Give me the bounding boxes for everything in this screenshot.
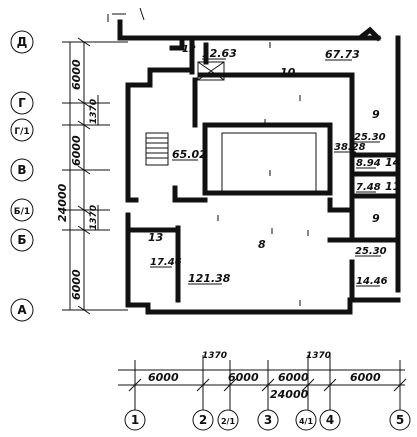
- axis-label: Г: [18, 96, 26, 110]
- row-axis-g: Г: [10, 91, 34, 115]
- dim-row-1: 6000: [70, 59, 83, 90]
- room-14-46-area: 14.46: [356, 276, 388, 287]
- building-walls: [107, 7, 401, 315]
- room-14-number: 14: [385, 156, 400, 169]
- row-axis-b: Б: [10, 228, 34, 252]
- room-8-number: 8: [258, 238, 266, 251]
- room-9b-area: 25.30: [355, 246, 387, 257]
- axis-label: 4: [326, 413, 334, 427]
- row-axis-d: Д: [10, 30, 34, 54]
- axis-label: 3: [264, 413, 272, 427]
- room-10-number: 10: [280, 66, 296, 79]
- col-axis-5: 5: [389, 409, 411, 431]
- axis-label: 2: [199, 413, 207, 427]
- dim-col-4: 6000: [278, 371, 309, 384]
- room-12-number: 12: [182, 44, 196, 55]
- col-axis-2-1: 2/1: [217, 409, 239, 431]
- dim-row-2: 1370: [89, 99, 99, 124]
- room-65-02-area: 65.02: [172, 148, 207, 161]
- axis-label: Д: [17, 35, 28, 49]
- axis-label: 1: [131, 413, 139, 427]
- row-axis-v: В: [10, 158, 34, 182]
- dim-row-3: 6000: [70, 135, 83, 166]
- axis-label: 2/1: [221, 417, 235, 426]
- room-8-area: 121.38: [188, 272, 231, 285]
- room-38-28-area: 38.28: [334, 142, 366, 153]
- col-axis-3: 3: [257, 409, 279, 431]
- axis-label: Г/1: [14, 127, 29, 137]
- dim-col-6: 6000: [350, 371, 381, 384]
- room-13-number: 13: [148, 231, 164, 244]
- room-9b-number: 9: [372, 212, 380, 225]
- room-9a-number: 9: [372, 108, 380, 121]
- col-axis-4: 4: [319, 409, 341, 431]
- axis-label: Б/1: [14, 207, 30, 217]
- dim-row-5: 6000: [70, 269, 83, 300]
- row-axis-a: А: [10, 298, 34, 322]
- room-10-area: 67.73: [325, 48, 360, 61]
- axis-label: А: [17, 303, 27, 317]
- row-axis-b1: Б/1: [10, 198, 34, 222]
- col-axis-2: 2: [192, 409, 214, 431]
- dim-col-1: 6000: [148, 371, 179, 384]
- row-axis-g1: Г/1: [10, 118, 34, 142]
- col-axis-4-1: 4/1: [295, 409, 317, 431]
- left-dimension-chain: [62, 37, 128, 315]
- dim-col-3: 6000: [228, 371, 259, 384]
- dim-col-5: 1370: [306, 351, 331, 361]
- room-14-area: 8.94: [356, 158, 381, 169]
- axis-label: 5: [396, 413, 404, 427]
- dim-row-total: 24000: [56, 183, 69, 222]
- dim-col-2: 1370: [202, 351, 227, 361]
- room-12-area: 12.63: [202, 47, 237, 60]
- axis-label: В: [17, 163, 26, 177]
- room-13-area: 17.46: [150, 257, 182, 268]
- axis-label: 4/1: [299, 417, 313, 426]
- dim-col-total: 24000: [270, 388, 309, 401]
- bottom-dimension-chain: [118, 355, 407, 410]
- room-9a-area: 25.30: [354, 132, 386, 143]
- axis-label: Б: [17, 233, 26, 247]
- col-axis-1: 1: [124, 409, 146, 431]
- room-11-area: 7.48: [356, 182, 381, 193]
- room-11-number: 11: [385, 180, 400, 193]
- dim-row-4: 1370: [89, 205, 99, 230]
